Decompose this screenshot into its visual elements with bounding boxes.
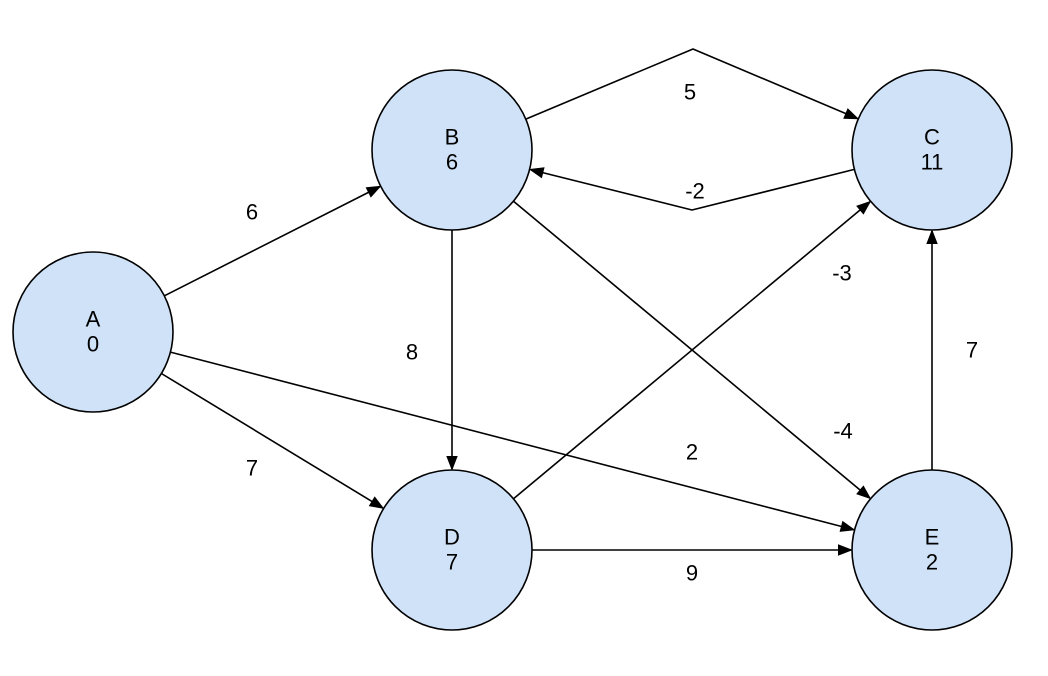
edge-D-C	[512, 200, 872, 500]
node-B: B6	[371, 69, 533, 231]
edge-A-E	[170, 351, 856, 532]
node-name-E: E	[925, 525, 940, 550]
edge-weight-B-E: -4	[833, 419, 853, 444]
edge-weight-A-E: 2	[686, 440, 698, 465]
node-C: C11	[851, 69, 1013, 231]
edges-layer	[160, 48, 938, 556]
edge-weight-D-E: 9	[686, 561, 698, 586]
edge-C-B	[528, 167, 855, 211]
edge-A-B	[164, 185, 382, 297]
edge-B-C	[525, 48, 860, 120]
edge-weight-A-D: 7	[246, 456, 258, 481]
node-name-C: C	[924, 125, 940, 150]
node-name-B: B	[445, 125, 460, 150]
node-A: A0	[12, 251, 174, 413]
node-circle-C	[851, 69, 1013, 231]
edge-weight-D-C: -3	[832, 261, 852, 286]
node-D: D7	[371, 469, 533, 631]
edge-labels-layer: 6 7 2 5 -2 8 -4 -3 9 7	[246, 80, 978, 586]
edge-weight-C-B: -2	[685, 179, 705, 204]
node-circle-A	[12, 251, 174, 413]
edge-weight-E-C: 7	[966, 338, 978, 363]
node-E: E2	[851, 469, 1013, 631]
node-circle-D	[371, 469, 533, 631]
node-circle-B	[371, 69, 533, 231]
node-value-B: 6	[446, 150, 458, 175]
node-value-E: 2	[926, 550, 938, 575]
node-value-D: 7	[446, 550, 458, 575]
edge-weight-B-D: 8	[406, 340, 418, 365]
edge-weight-B-C: 5	[684, 80, 696, 105]
node-name-A: A	[86, 307, 101, 332]
edge-A-D	[160, 372, 385, 509]
node-value-A: 0	[87, 332, 99, 357]
edge-weight-A-B: 6	[246, 200, 258, 225]
node-value-C: 11	[921, 150, 944, 175]
node-circle-E	[851, 469, 1013, 631]
node-name-D: D	[444, 525, 460, 550]
